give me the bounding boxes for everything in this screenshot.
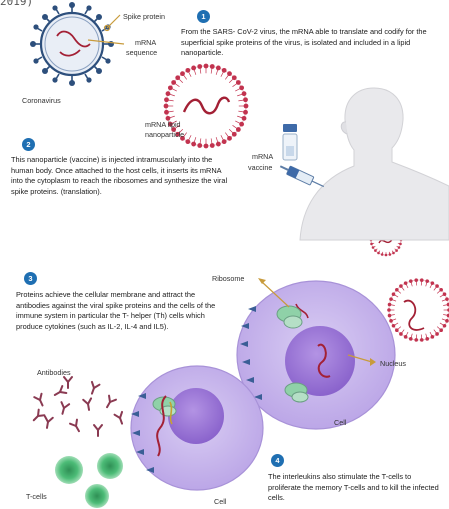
coronavirus-icon xyxy=(30,2,114,86)
infected-cell-right xyxy=(237,281,395,429)
lipid-nanoparticle-medium xyxy=(387,278,449,341)
label-antibodies: Antibodies xyxy=(37,368,71,377)
t-cell xyxy=(97,453,123,479)
step-badge-2: 2 xyxy=(22,138,35,151)
t-cell xyxy=(85,484,109,508)
label-lipid-nanoparticle-line2: nanoparticle xyxy=(145,130,184,139)
step-1-text: From the SARS- CoV-2 virus, the mRNA abl… xyxy=(181,27,443,59)
label-mrna-sequence-line2: sequence xyxy=(126,48,157,57)
step-badge-4: 4 xyxy=(271,454,284,467)
nucleus-left xyxy=(168,388,224,444)
label-t-cells: T-cells xyxy=(26,492,47,501)
label-cell-right: Cell xyxy=(334,418,346,427)
label-mrna-sequence-line1: mRNA xyxy=(135,38,156,47)
infected-cell-left xyxy=(131,366,263,490)
human-head-icon xyxy=(300,88,449,240)
label-nucleus: Nucleus xyxy=(380,359,406,368)
label-cell-left: Cell xyxy=(214,497,226,506)
step-badge-1: 1 xyxy=(197,10,210,23)
t-cells-cluster xyxy=(55,453,123,508)
label-ribosome: Ribosome xyxy=(212,274,244,283)
ribosome-arrowhead xyxy=(258,278,266,284)
antibodies-cluster xyxy=(31,377,126,436)
header-fragment: 2019) xyxy=(0,0,33,8)
t-cell xyxy=(55,456,83,484)
syringe-icon xyxy=(278,162,325,190)
label-spike-protein: Spike protein xyxy=(123,12,165,21)
step-badge-3: 3 xyxy=(24,272,37,285)
step-4-text: The interleukins also stimulate the T-ce… xyxy=(268,472,446,504)
label-coronavirus: Coronavirus xyxy=(22,96,61,105)
label-mrna-vaccine-line1: mRNA xyxy=(252,152,273,161)
step-3-text: Proteins achieve the cellular membrane a… xyxy=(16,290,226,332)
step-2-text: This nanoparticle (vaccine) is injected … xyxy=(11,155,229,197)
vaccine-vial-icon xyxy=(283,124,297,160)
label-mrna-vaccine-line2: vaccine xyxy=(248,163,272,172)
label-lipid-nanoparticle-line1: mRNA lipid xyxy=(145,120,181,129)
